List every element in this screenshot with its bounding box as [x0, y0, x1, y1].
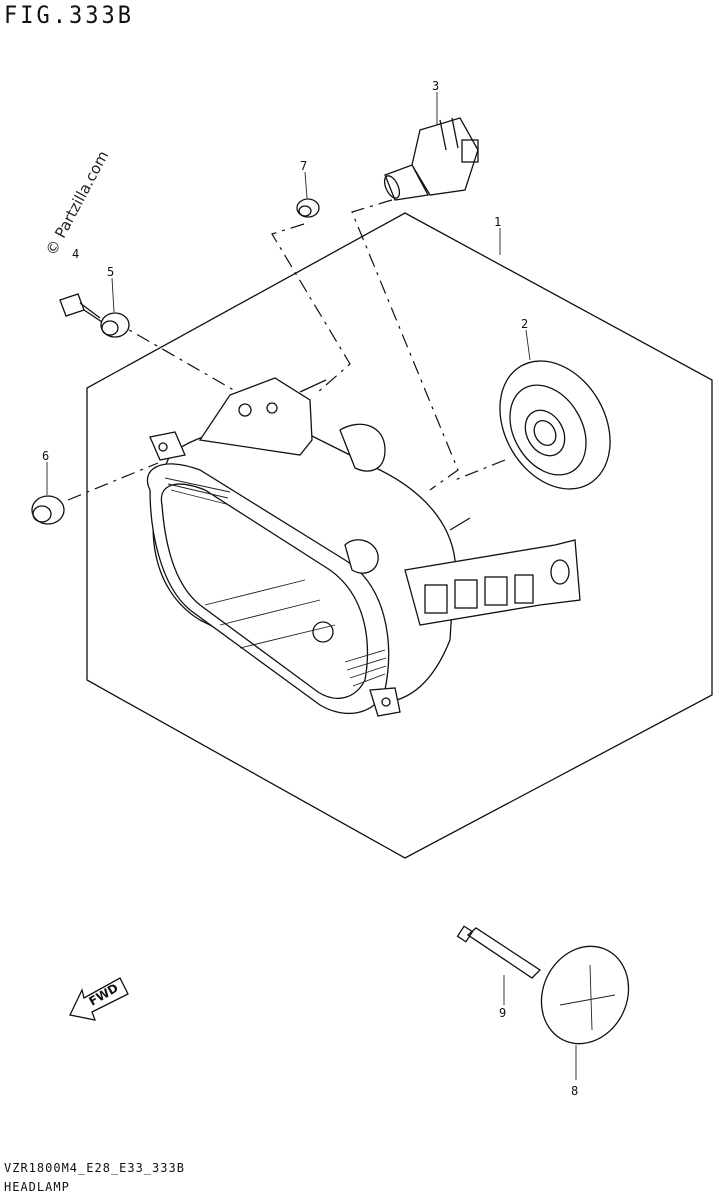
- callout-9: 9: [499, 1006, 506, 1020]
- leader-grommet-left: [67, 462, 159, 501]
- callout-line-7: [304, 171, 308, 199]
- headlamp-cap: [540, 945, 630, 1045]
- figure-title: FIG.333B: [4, 2, 134, 30]
- model-code: VZR1800M4_E28_E33_333B: [4, 1161, 185, 1175]
- fwd-arrow: FWD: [69, 977, 129, 1021]
- headlamp-bracket-right: [404, 517, 581, 626]
- leader-bulb: [351, 199, 459, 491]
- callout-6: 6: [42, 449, 49, 463]
- grommet-7: [296, 198, 320, 218]
- callout-8: 8: [571, 1084, 578, 1098]
- callout-4: 4: [72, 247, 79, 261]
- callout-7: 7: [300, 159, 307, 173]
- headlamp-lens: [146, 463, 401, 717]
- grommet-6: [31, 495, 65, 525]
- headlamp-bulb: [383, 117, 479, 201]
- grommet-5: [100, 312, 130, 338]
- adjuster-screw: [456, 925, 542, 979]
- screw: [59, 293, 103, 323]
- leader-socket: [454, 459, 506, 481]
- callout-3: 3: [432, 79, 439, 93]
- leader-grommet-top: [271, 223, 351, 393]
- callout-line-2: [525, 329, 531, 361]
- callout-1: 1: [494, 215, 501, 229]
- callout-line-5: [111, 277, 115, 313]
- leader-screw: [111, 319, 238, 393]
- assembly-outline: [86, 212, 713, 859]
- section-name: HEADLAMP: [4, 1180, 70, 1194]
- callout-2: 2: [521, 317, 528, 331]
- bulb-socket: [499, 360, 611, 490]
- callout-5: 5: [107, 265, 114, 279]
